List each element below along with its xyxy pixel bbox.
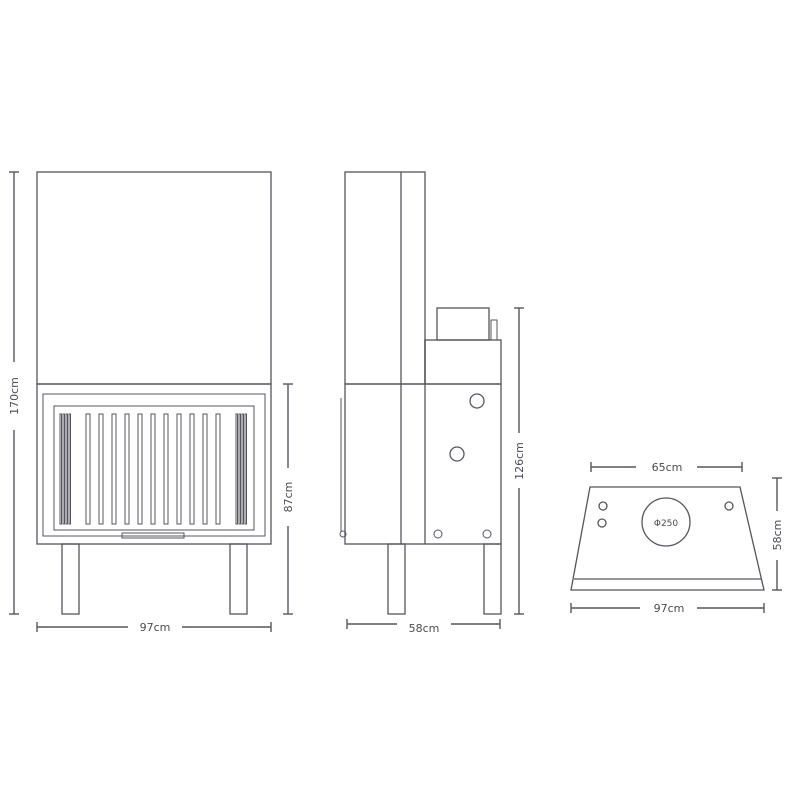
front-view [36, 171, 272, 615]
side-view [339, 171, 502, 615]
top-back-width-dimension: 65cm [590, 461, 743, 474]
side-height-label: 126cm [513, 442, 526, 480]
side-depth-dimension: 58cm [346, 619, 501, 635]
grate-bar [235, 413, 238, 525]
top-depth-label: 58cm [771, 520, 784, 551]
grate-bar [202, 413, 208, 525]
top-hole-left-upper [598, 501, 608, 511]
top-back-width-label: 65cm [652, 461, 683, 474]
front-height-dimension: 170cm [8, 171, 21, 615]
side-height-dimension: 126cm [513, 307, 526, 615]
side-flue-connector [436, 307, 490, 341]
side-depth-label: 58cm [409, 622, 440, 635]
front-width-dimension: 97cm [36, 621, 272, 634]
grate-bar [111, 413, 117, 525]
top-depth-dimension: 58cm [771, 477, 784, 591]
grate-bar [124, 413, 130, 525]
front-ash-slot [121, 532, 185, 539]
top-outline [570, 486, 765, 591]
front-leg-right [229, 543, 248, 615]
front-glass [53, 405, 255, 531]
grate-bar [244, 413, 247, 525]
grate-bar [65, 413, 68, 525]
side-foot-hole-rear [482, 529, 492, 539]
front-width-label: 97cm [140, 621, 171, 634]
grate-bar [98, 413, 104, 525]
top-front-width-label: 97cm [654, 602, 685, 615]
top-hole-right [724, 501, 734, 511]
grate-bar [215, 413, 221, 525]
side-body [344, 383, 502, 545]
front-hood [36, 171, 272, 385]
side-air-inlet-upper [469, 393, 485, 409]
grate-bar [163, 413, 169, 525]
side-leg-rear [483, 543, 502, 615]
grate-bar [68, 413, 71, 525]
front-firebox-frame [36, 383, 272, 545]
grate-bar [241, 413, 244, 525]
grate-bar [85, 413, 91, 525]
side-leg-front [387, 543, 406, 615]
side-door-hinge [339, 530, 347, 538]
grate-bar [59, 413, 62, 525]
grate-bar [176, 413, 182, 525]
front-firebox-height-label: 87cm [282, 482, 295, 513]
side-air-inlet-lower [449, 446, 465, 462]
front-firebox-height-dimension: 87cm [282, 383, 295, 615]
grate-bar [189, 413, 195, 525]
front-grate-bars [59, 413, 247, 525]
top-front-width-dimension: 97cm [570, 602, 765, 615]
side-foot-hole-front [433, 529, 443, 539]
side-flue-tab [490, 319, 498, 341]
front-height-label: 170cm [8, 377, 21, 415]
front-leg-left [61, 543, 80, 615]
top-flue-label: Φ250 [654, 519, 679, 529]
top-flue-circle [641, 497, 691, 547]
front-firebox-inner [42, 393, 266, 537]
grate-bar [62, 413, 65, 525]
grate-bar [137, 413, 143, 525]
grate-bar [238, 413, 241, 525]
side-chimney [344, 171, 426, 385]
side-rear-box [424, 339, 502, 385]
top-hole-left-lower [597, 518, 607, 528]
grate-bar [150, 413, 156, 525]
top-view: Φ250 [570, 486, 765, 591]
